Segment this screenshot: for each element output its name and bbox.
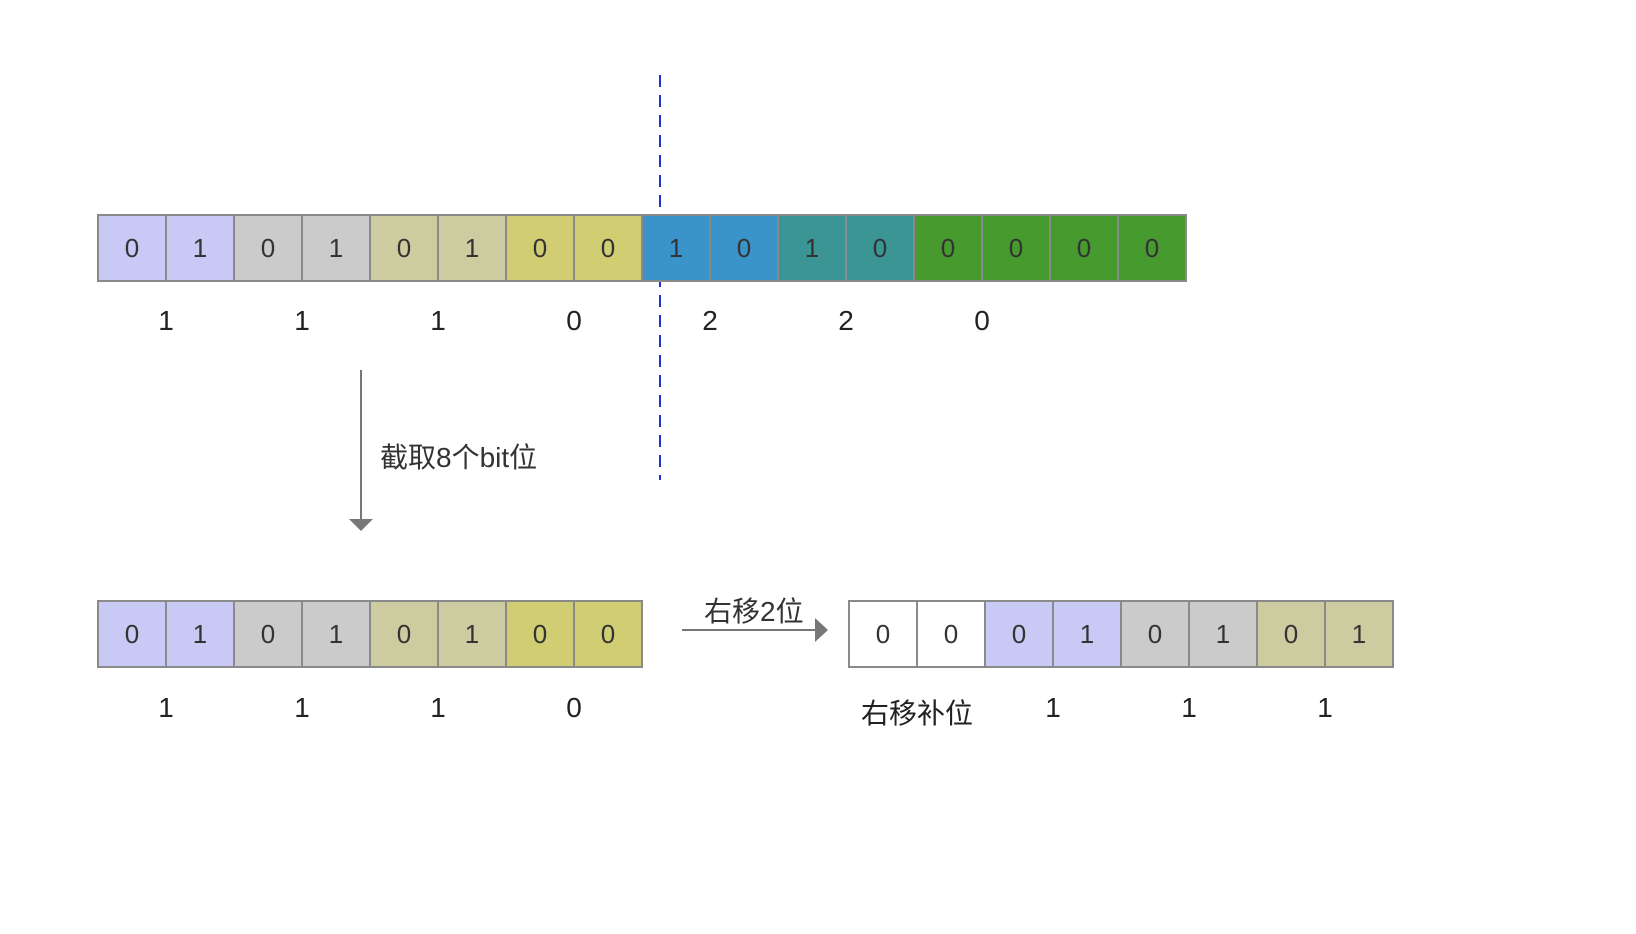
group-value-label: 0	[566, 305, 582, 336]
group-value-label: 1	[294, 692, 310, 723]
bit-cell: 0	[505, 214, 575, 282]
bit-cell: 0	[233, 600, 303, 668]
bit-cell: 0	[233, 214, 303, 282]
group-value-label: 1	[158, 305, 174, 336]
group-value-label: 1	[430, 692, 446, 723]
bit-cell: 0	[984, 600, 1054, 668]
bit-cell: 0	[1256, 600, 1326, 668]
bit-cell: 1	[1324, 600, 1394, 668]
bit-cell: 0	[913, 214, 983, 282]
bit-cell: 0	[97, 214, 167, 282]
bit-cell: 0	[1049, 214, 1119, 282]
group-value-label: 1	[1181, 692, 1197, 723]
bit-cell: 0	[845, 214, 915, 282]
bit-cell: 0	[848, 600, 918, 668]
group-value-label: 1	[1045, 692, 1061, 723]
right-arrow-head-icon	[815, 618, 828, 642]
bit-cell: 0	[709, 214, 779, 282]
group-value-label: 0	[974, 305, 990, 336]
bit-cell: 1	[1188, 600, 1258, 668]
group-value-label: 1	[1317, 692, 1333, 723]
group-value-label: 1	[158, 692, 174, 723]
bit-cell: 1	[777, 214, 847, 282]
bit-cell: 0	[97, 600, 167, 668]
bit-cell: 1	[641, 214, 711, 282]
bit-cell: 0	[1117, 214, 1187, 282]
bit-cell: 1	[165, 600, 235, 668]
group-value-label: 右移补位	[860, 698, 974, 729]
bit-cell: 1	[437, 600, 507, 668]
bit-cell: 1	[437, 214, 507, 282]
truncate-annotation: 截取8个bit位	[380, 442, 538, 473]
group-value-label: 0	[566, 692, 582, 723]
shift-annotation: 右移2位	[704, 596, 804, 627]
bit-cell: 0	[573, 600, 643, 668]
bit-cell: 1	[301, 600, 371, 668]
down-arrow-head-icon	[349, 519, 373, 531]
bit-cell: 0	[505, 600, 575, 668]
bit-cell: 1	[301, 214, 371, 282]
group-value-label: 1	[294, 305, 310, 336]
bit-cell: 0	[1120, 600, 1190, 668]
bit-cell: 0	[916, 600, 986, 668]
group-value-label: 2	[702, 305, 718, 336]
bit-cell: 0	[369, 214, 439, 282]
bit-cell: 1	[1052, 600, 1122, 668]
bit-cell: 0	[573, 214, 643, 282]
bit-cell: 1	[165, 214, 235, 282]
bit-cell: 0	[369, 600, 439, 668]
group-value-label: 1	[430, 305, 446, 336]
bit-cell: 0	[981, 214, 1051, 282]
group-value-label: 2	[838, 305, 854, 336]
